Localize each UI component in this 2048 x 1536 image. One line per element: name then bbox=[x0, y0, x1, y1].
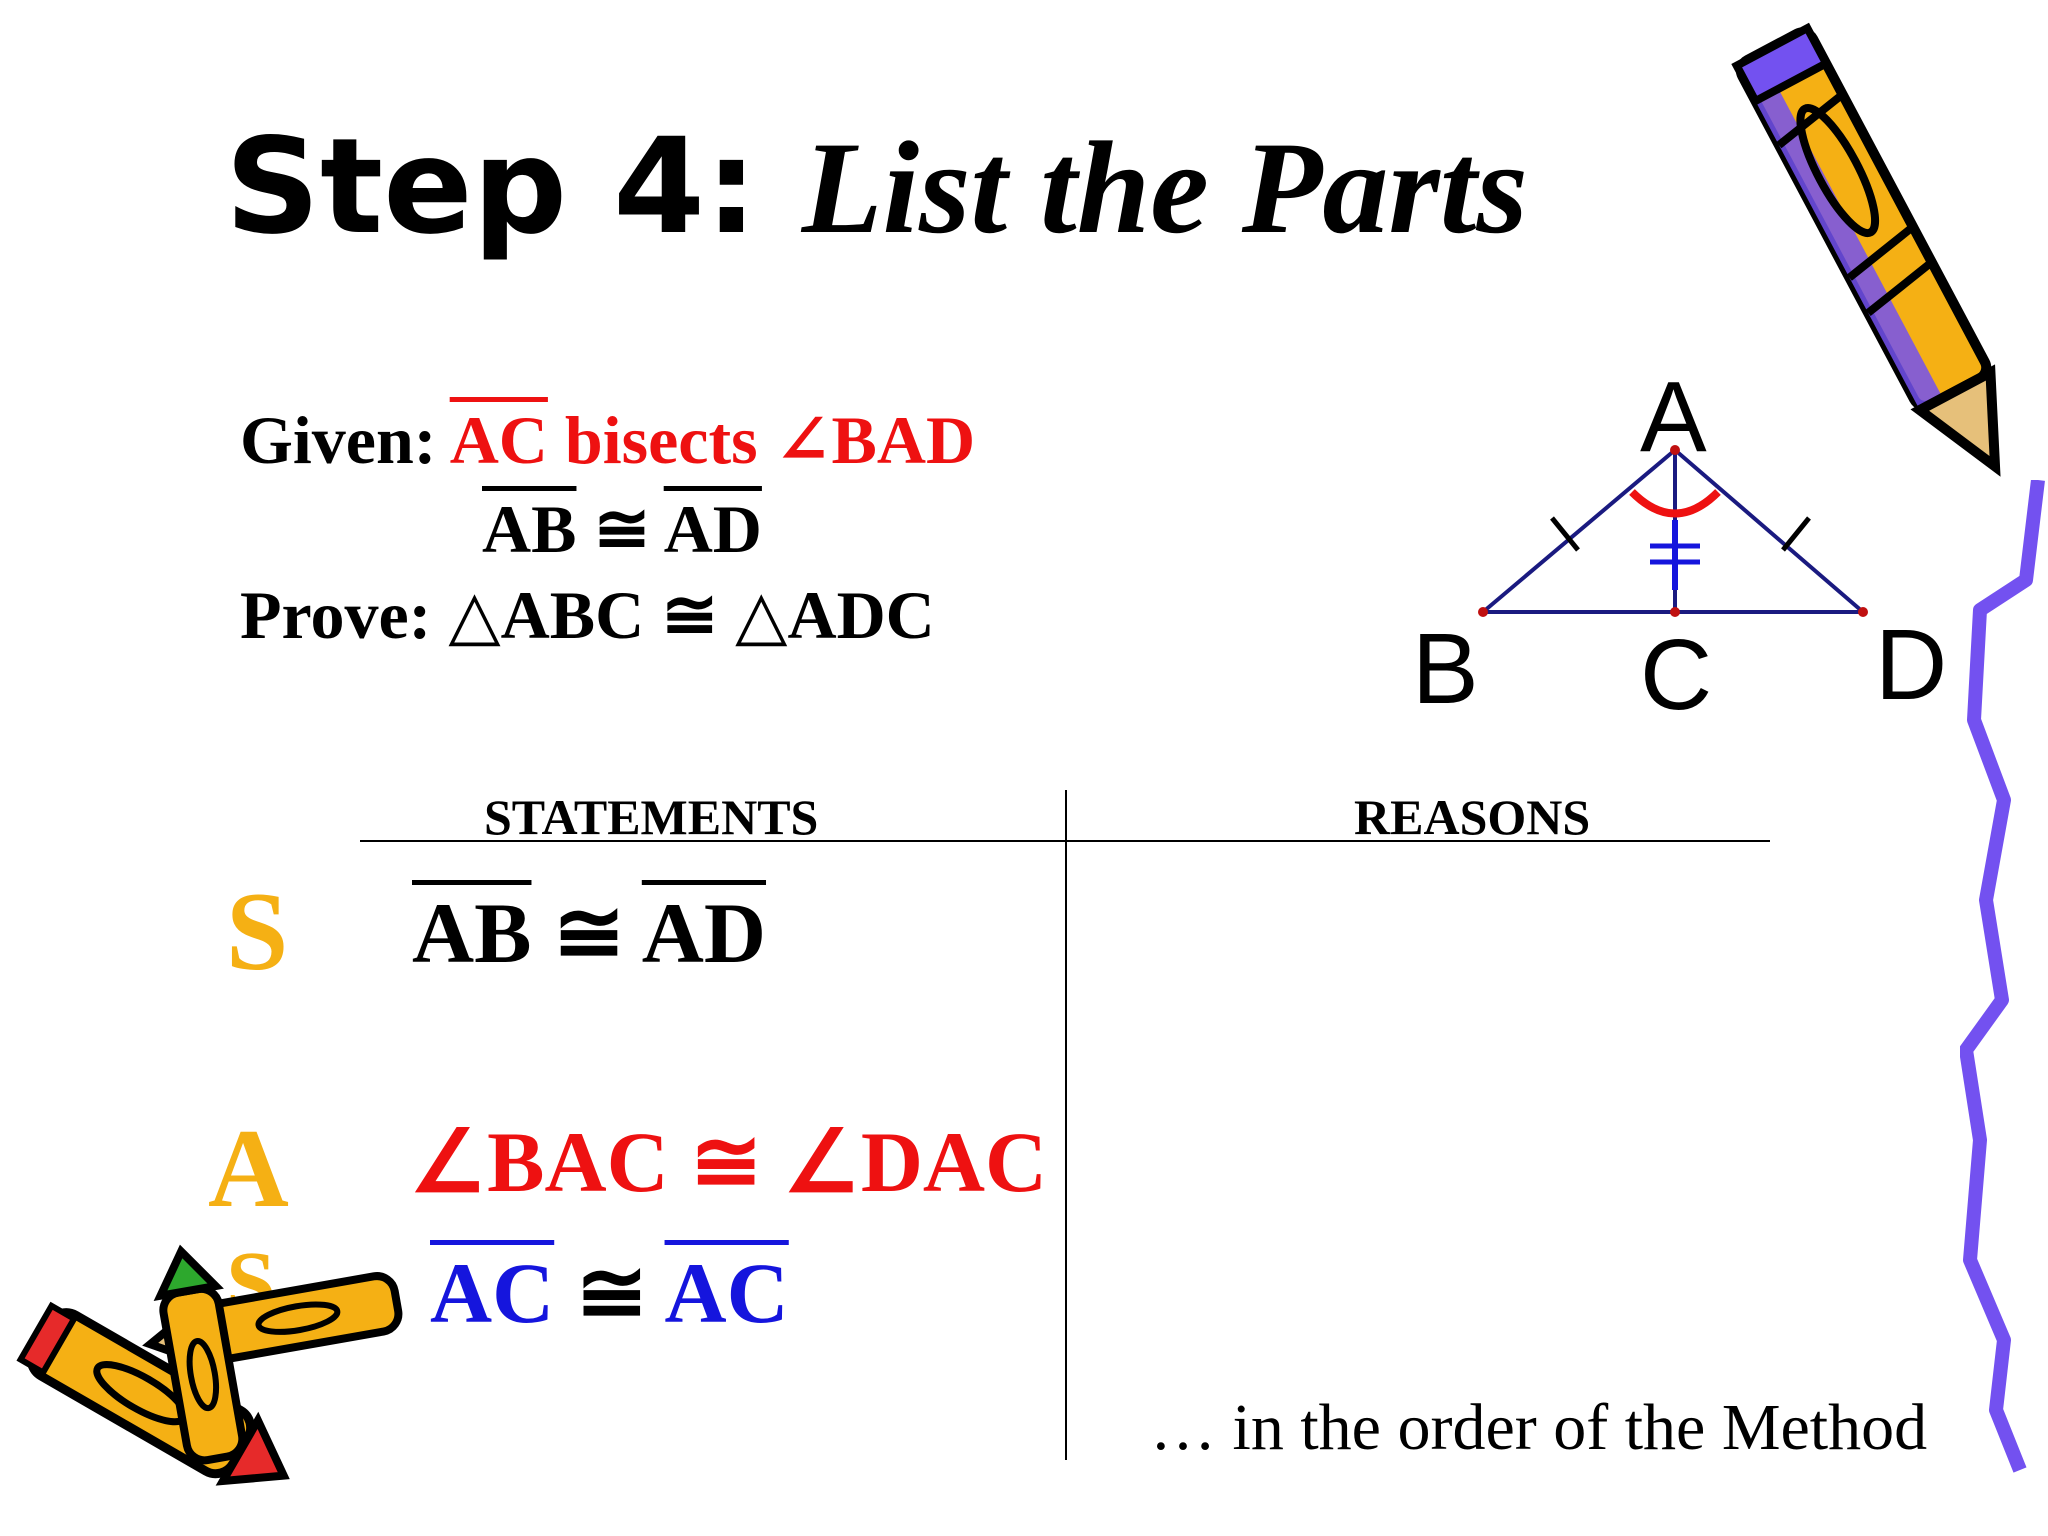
statement-1-cong: ≅ bbox=[531, 885, 642, 981]
given-label: Given: bbox=[240, 402, 437, 478]
statement-1-seg-ad: AD bbox=[641, 885, 767, 981]
given-segment-ab: AB bbox=[482, 491, 577, 567]
tick-mark-ad bbox=[1781, 516, 1811, 552]
title-subtitle: List the Parts bbox=[801, 114, 1528, 261]
label-b: B bbox=[1412, 613, 1479, 725]
page-title: Step 4: List the Parts bbox=[225, 110, 1528, 264]
decorative-wavy-line bbox=[1960, 480, 2045, 1473]
label-a: A bbox=[1640, 361, 1707, 473]
pencil-clipart bbox=[1731, 22, 2001, 477]
tick-mark-ab bbox=[1550, 516, 1580, 552]
triangle-diagram bbox=[1478, 445, 1868, 617]
row-letter-a: A bbox=[208, 1107, 289, 1231]
statement-1-seg-ab: AB bbox=[412, 885, 532, 981]
prove-statement: △ABC ≅ △ADC bbox=[448, 577, 935, 653]
statement-row-2: ∠BAC ≅ ∠DAC bbox=[410, 1114, 1048, 1210]
crayons-clipart bbox=[16, 1244, 403, 1486]
given-congruent: ≅ bbox=[576, 491, 664, 567]
angle-arc bbox=[1629, 489, 1721, 518]
statement-3-seg-ac-1: AC bbox=[430, 1245, 555, 1341]
row-letter-s1: S bbox=[226, 870, 289, 994]
given-angle-bad: ∠BAD bbox=[774, 402, 976, 478]
given-line-1: Given: AC bisects ∠BAD bbox=[240, 400, 975, 480]
point-c bbox=[1670, 607, 1680, 617]
statements-header: STATEMENTS bbox=[484, 789, 819, 845]
given-bisects: bisects bbox=[547, 402, 775, 478]
given-segment-ad: AD bbox=[663, 491, 762, 567]
table-column-divider bbox=[1065, 790, 1067, 1460]
point-b bbox=[1478, 607, 1488, 617]
statement-row-3: AC ≅ AC bbox=[430, 1243, 789, 1343]
statement-3-seg-ac-2: AC bbox=[664, 1245, 789, 1341]
point-a bbox=[1670, 445, 1680, 455]
given-segment-ac: AC bbox=[449, 402, 548, 478]
label-d: D bbox=[1875, 609, 1948, 721]
prove-line: Prove: △ABC ≅ △ADC bbox=[240, 575, 935, 655]
reasons-header: REASONS bbox=[1354, 789, 1591, 845]
given-line-2: AB ≅ AD bbox=[482, 490, 762, 569]
title-step: Step 4: bbox=[225, 110, 758, 264]
statement-row-1: AB ≅ AD bbox=[412, 883, 766, 983]
label-c: C bbox=[1640, 619, 1713, 731]
statement-3-cong: ≅ bbox=[554, 1245, 665, 1341]
prove-label: Prove: bbox=[240, 577, 432, 653]
point-d bbox=[1858, 607, 1868, 617]
footer-note: … in the order of the Method bbox=[1150, 1391, 1928, 1464]
